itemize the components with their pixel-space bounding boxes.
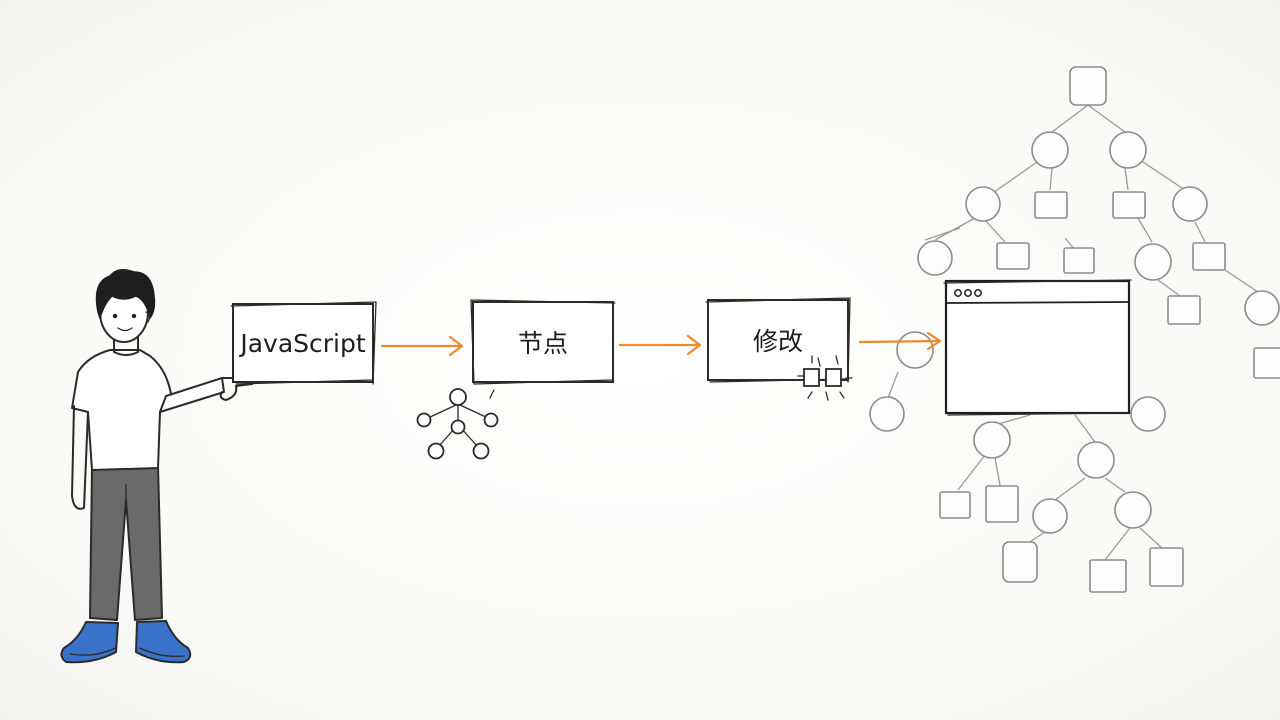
tree-node bbox=[1114, 491, 1152, 529]
tree-node bbox=[939, 491, 971, 519]
tree-node bbox=[1077, 441, 1115, 479]
arrow-1-icon bbox=[380, 335, 464, 357]
pointing-hand bbox=[219, 377, 255, 401]
browser-window-icon bbox=[943, 279, 1132, 416]
step-label-node: 节点 bbox=[518, 329, 568, 358]
pants bbox=[89, 465, 163, 621]
tree-node bbox=[1253, 347, 1280, 379]
browser-dot-icon bbox=[954, 289, 962, 297]
arrow-2-icon bbox=[618, 334, 702, 356]
tree-node bbox=[1002, 541, 1038, 583]
arrow-3-icon bbox=[858, 331, 942, 351]
step-box-sketch bbox=[705, 297, 851, 383]
step-box-sketch bbox=[230, 301, 377, 385]
tree-node bbox=[1112, 191, 1146, 219]
left-arm bbox=[71, 405, 89, 510]
browser-frame bbox=[944, 279, 1131, 415]
person-pointing-icon bbox=[60, 269, 255, 664]
left-eye bbox=[112, 313, 118, 319]
tree-node bbox=[1149, 547, 1184, 587]
tree-node bbox=[1192, 242, 1226, 271]
shoe-soles bbox=[69, 647, 185, 657]
tree-node bbox=[1034, 191, 1068, 219]
step-box-frame bbox=[232, 303, 374, 383]
left-shoe bbox=[60, 621, 119, 664]
tree-node bbox=[965, 186, 1001, 222]
step-box-sketch bbox=[470, 299, 616, 385]
edit-blocks-icon bbox=[797, 355, 853, 401]
step-box-node: 节点 bbox=[470, 299, 616, 385]
browser-toolbar-divider bbox=[945, 301, 1130, 304]
flow-arrows bbox=[380, 331, 942, 357]
tree-node bbox=[1089, 559, 1127, 593]
tree-node bbox=[996, 242, 1030, 270]
right-eye bbox=[131, 313, 137, 319]
ear bbox=[145, 311, 151, 323]
right-arm bbox=[159, 377, 225, 413]
hair bbox=[95, 269, 156, 319]
browser-dot-icon bbox=[964, 289, 972, 297]
browser-sketch-edge bbox=[943, 279, 1132, 416]
node-network-icon bbox=[416, 388, 499, 460]
tree-node bbox=[1109, 131, 1147, 169]
t-shirt bbox=[71, 349, 173, 471]
step-label-modify: 修改 bbox=[753, 327, 803, 356]
tree-node bbox=[985, 485, 1019, 523]
tree-node bbox=[1063, 247, 1095, 274]
tree-node bbox=[1134, 243, 1172, 281]
tree-node bbox=[973, 421, 1011, 459]
tree-node bbox=[1172, 186, 1208, 222]
tree-node bbox=[1244, 290, 1280, 326]
tree-node bbox=[869, 396, 905, 432]
browser-dot-icon bbox=[974, 289, 982, 297]
tree-node bbox=[1032, 498, 1068, 534]
step-box-javascript: JavaScript bbox=[230, 301, 377, 385]
step-box-modify: 修改 bbox=[705, 297, 851, 383]
tree-node bbox=[1130, 396, 1166, 432]
neck bbox=[113, 335, 139, 356]
tree-node bbox=[1167, 295, 1201, 325]
tree-node bbox=[1031, 131, 1069, 169]
step-label-javascript: JavaScript bbox=[238, 329, 366, 358]
tree-node bbox=[917, 240, 953, 276]
tree-node bbox=[1069, 66, 1107, 106]
smile bbox=[117, 327, 133, 332]
